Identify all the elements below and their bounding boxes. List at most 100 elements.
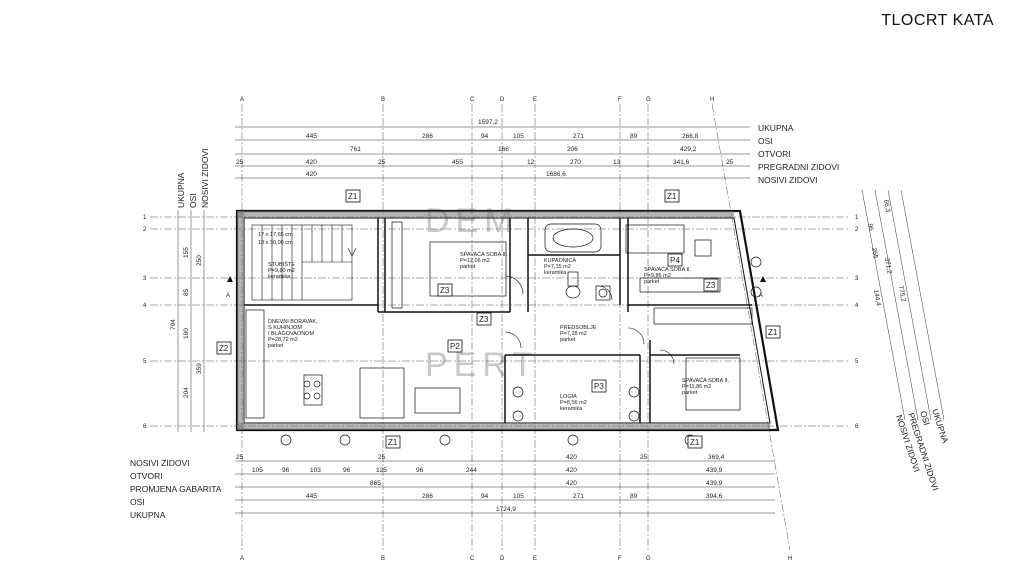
dim: 13 [613, 159, 621, 166]
tag-label: Z1 [348, 192, 358, 201]
legend-label: OSI [758, 136, 773, 146]
interior-walls [244, 218, 752, 423]
staircase [251, 224, 357, 301]
top-dimension-lines [235, 126, 750, 179]
dim: 244 [466, 467, 477, 474]
stair-note: 18 x 30,00 cm [258, 240, 293, 246]
bottom-dimension-lines [235, 460, 775, 514]
legend-label: NOSIVI ZIDOVI [130, 458, 190, 468]
vertical-axis-lines [241, 103, 791, 551]
tag-box: Z1 [385, 435, 401, 449]
dim: 94 [481, 133, 489, 140]
bottom-dimension-legend: NOSIVI ZIDOVI OTVORI PROMJENA GABARITA O… [130, 458, 222, 520]
axis-label: 1 [855, 215, 859, 221]
axis-label: D [500, 97, 505, 103]
tag-label: Z1 [667, 192, 677, 201]
tag-label: P3 [594, 382, 604, 391]
tag-box: Z1 [765, 325, 781, 339]
dim: 206 [567, 146, 578, 153]
dim: 96 [282, 467, 290, 474]
watermark-bottom: PERT [425, 346, 539, 384]
axis-numbers-left: 1 2 3 4 5 6 [143, 215, 147, 430]
room-name: DNEVNI BORAVAK, [268, 319, 318, 325]
dim: 1686,6 [546, 171, 566, 178]
tag-box: Z2 [216, 341, 232, 355]
tag-box: Z1 [345, 189, 361, 203]
dim: 250 [196, 255, 203, 266]
drawing-title: TLOCRT KATA [881, 12, 994, 29]
room-floor: parket [644, 279, 660, 285]
exterior-walls [235, 209, 780, 432]
legend-label: UKUPNA [130, 510, 166, 520]
dim: 265 [870, 247, 879, 259]
axis-label: 2 [855, 227, 859, 233]
room-name: PREDSOBLJE [560, 325, 597, 331]
legend-label: OTVORI [758, 149, 791, 159]
dim: 394,6 [706, 493, 723, 500]
legend-label: NOSIVI ZIDOVI [758, 175, 818, 185]
dim: 89 [630, 133, 638, 140]
axis-label: 4 [855, 303, 859, 309]
dim: 420 [566, 467, 577, 474]
axis-label: C [470, 556, 475, 562]
room-floor: parket [560, 337, 576, 343]
right-dimension-legend: UKUPNA OSI PREGRADNI ZIDOVI NOSIVI ZIDOV… [894, 408, 951, 492]
axis-label: C [470, 97, 475, 103]
axis-label: 4 [143, 303, 147, 309]
room-name: SPAVAĆA SOBA III. [460, 251, 509, 258]
left-dimension-lines [177, 210, 205, 432]
dim: 85 [183, 288, 190, 296]
axis-label: E [533, 97, 537, 103]
dim: 125 [376, 467, 387, 474]
dim: 204 [183, 387, 190, 398]
dim: 271 [573, 133, 584, 140]
dim: 420 [306, 159, 317, 166]
axis-label: 6 [143, 424, 147, 430]
legend-label: OTVORI [130, 471, 163, 481]
door-swings [504, 275, 675, 365]
legend-label: NOSIVI ZIDOVI [200, 148, 210, 208]
dim: 25 [640, 454, 648, 461]
tag-box: Z3 [437, 283, 453, 297]
section-label: A [759, 293, 763, 299]
room-name: SPAVAĆA SOBA II. [682, 377, 730, 384]
dim: 704 [170, 319, 177, 330]
tag-label: Z3 [479, 315, 489, 324]
tag-box: P2 [447, 339, 463, 353]
railing-posts [280, 256, 762, 446]
tag-box: P4 [667, 253, 683, 267]
axis-letters-top: A B C D E F G H [240, 97, 714, 103]
left-dimension-legend: UKUPNA OSI NOSIVI ZIDOVI [176, 148, 210, 208]
axis-label: A [240, 556, 244, 562]
axis-label: 5 [143, 359, 147, 365]
axis-label: E [533, 556, 537, 562]
axis-label: H [710, 97, 714, 103]
axis-label: B [381, 556, 385, 562]
axis-label: 1 [143, 215, 147, 221]
right-dimension-values: 96 265 144,4 775,2 371,2 66,3 [866, 199, 907, 307]
legend-label: UKUPNA [176, 172, 186, 208]
dim: 371,2 [883, 257, 893, 275]
axis-label: B [381, 97, 385, 103]
axis-label: D [500, 556, 505, 562]
dim: 775,2 [897, 285, 907, 303]
room-area: P=7,28 m2 [560, 331, 587, 337]
room-floor: keramika [560, 406, 583, 412]
axis-label: A [240, 97, 244, 103]
dim: 420 [306, 171, 317, 178]
axis-letters-bottom: A B C D E F G H [240, 556, 792, 562]
room-floor: keramika [544, 270, 567, 276]
tag-label: Z1 [690, 438, 700, 447]
room-name: STUBIŠTE [268, 261, 295, 268]
dim: 429,2 [680, 146, 697, 153]
legend-label: OSI [918, 410, 932, 427]
axis-label: G [646, 97, 651, 103]
dim: 155 [183, 247, 190, 258]
room-area: P=28,72 m2 [268, 337, 298, 343]
room-floor: parket [682, 390, 698, 396]
dim: 96 [416, 467, 424, 474]
dim: 105 [252, 467, 263, 474]
dim: 25 [378, 454, 386, 461]
